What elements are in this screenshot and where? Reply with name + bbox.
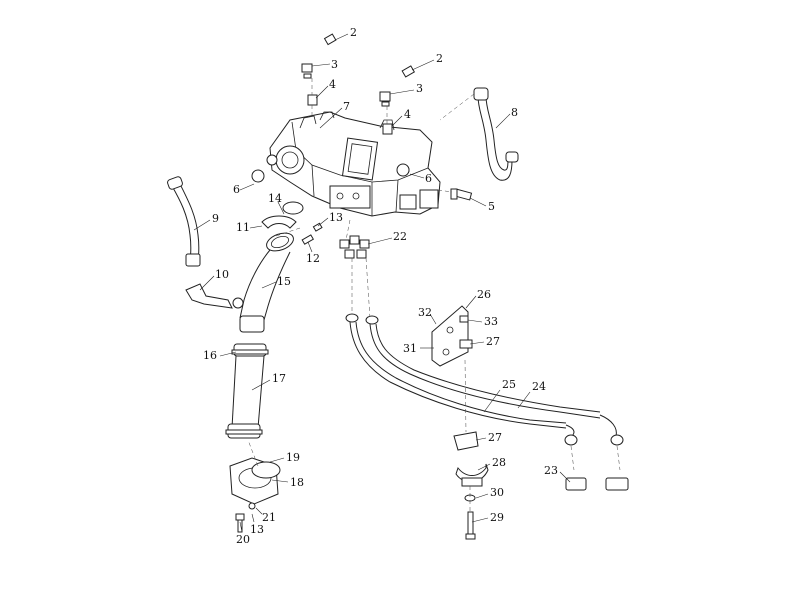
- part-label: 22: [393, 230, 407, 243]
- bolt-5: [437, 188, 473, 201]
- o-ring-14: [282, 201, 304, 215]
- part-label: 33: [484, 315, 498, 328]
- part-label: 30: [490, 486, 504, 499]
- part-label: 11: [236, 221, 250, 234]
- elbow-10: [185, 283, 244, 309]
- bracket-26: [431, 305, 473, 367]
- part-label: 6: [233, 183, 240, 196]
- part-label: 20: [236, 533, 250, 546]
- part-label: 4: [329, 78, 336, 91]
- part-label: 27: [488, 431, 502, 444]
- part-label: 29: [490, 511, 504, 524]
- part-label: 26: [477, 288, 491, 301]
- part-label: 13: [329, 211, 343, 224]
- part-label: 3: [331, 58, 338, 71]
- alignment-line: [275, 227, 301, 237]
- part-label: 18: [290, 476, 304, 489]
- part-label: 5: [488, 200, 495, 213]
- clip-27-lower: [453, 359, 479, 451]
- part-label: 14: [268, 192, 282, 205]
- part-label: 17: [272, 372, 286, 385]
- pump-assembly: [266, 111, 441, 217]
- part-label: 15: [277, 275, 291, 288]
- flange-18: [229, 457, 281, 505]
- plug-6-left: [251, 169, 265, 183]
- pipe-9: [167, 176, 201, 267]
- leader-lines: [193, 33, 571, 533]
- part-label: 32: [418, 306, 432, 319]
- alignment-line: [247, 439, 259, 467]
- pipe-15: [239, 232, 294, 333]
- part-label: 19: [286, 451, 300, 464]
- part-label: 31: [403, 342, 417, 355]
- part-label: 4: [404, 108, 411, 121]
- part-label: 2: [436, 52, 443, 65]
- part-label: 12: [306, 252, 320, 265]
- part-label: 8: [511, 106, 518, 119]
- part-labels: 2 3 4 2 3 4 7 8 6 6 5 9 14 11 13 12 22 1…: [203, 26, 558, 546]
- part-label: 27: [486, 335, 500, 348]
- hoses-24-25: [345, 313, 624, 471]
- bolts-20-21: [235, 502, 256, 533]
- bolts-12-13: [301, 222, 323, 245]
- part-label: 21: [262, 511, 276, 524]
- plug-6-right: [396, 163, 410, 177]
- fitting-group-right: [379, 65, 416, 135]
- part-label: 3: [416, 82, 423, 95]
- bolt-29: [465, 486, 476, 540]
- fittings-22: [339, 219, 371, 319]
- fitting-group-left: [301, 33, 337, 118]
- part-label: 13: [250, 523, 264, 536]
- part-label: 28: [492, 456, 506, 469]
- part-label: 9: [212, 212, 219, 225]
- part-label: 16: [203, 349, 217, 362]
- clamp-11: [261, 215, 297, 229]
- part-label: 24: [532, 380, 546, 393]
- part-label: 23: [544, 464, 558, 477]
- part-label: 25: [502, 378, 516, 391]
- clamps-23: [565, 477, 629, 491]
- bracket-28: [455, 463, 489, 487]
- hose-17-assembly: [225, 343, 269, 439]
- pipe-8: [439, 87, 519, 181]
- part-label: 10: [215, 268, 229, 281]
- part-label: 7: [343, 100, 350, 113]
- part-label: 2: [350, 26, 357, 39]
- part-label: 6: [425, 172, 432, 185]
